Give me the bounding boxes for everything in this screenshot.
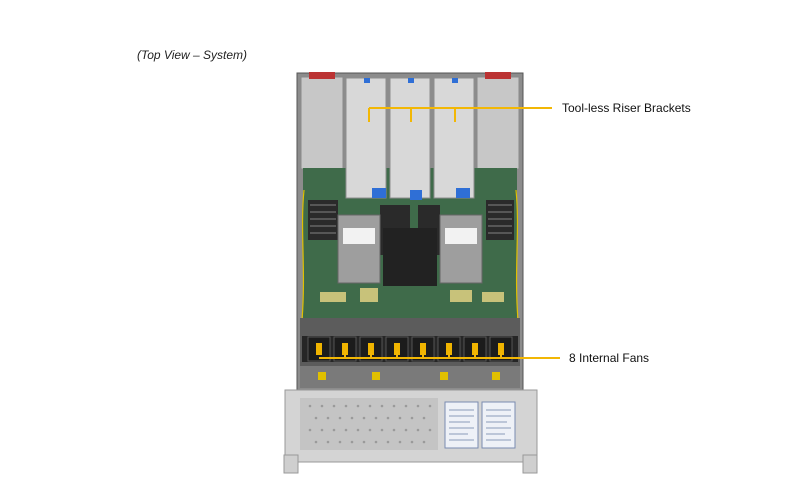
air-shroud-center	[383, 228, 437, 286]
riser-tab-2	[410, 190, 422, 200]
fans-callout-line	[319, 351, 560, 359]
psu-handle-left	[309, 72, 335, 79]
psu-handle-right	[485, 72, 511, 79]
fan-clips	[316, 343, 504, 355]
power-supply-right	[476, 76, 520, 170]
internal-fans-callout-label: 8 Internal Fans	[569, 351, 650, 365]
diagram-caption: (Top View – System)	[137, 48, 248, 62]
board-components	[320, 288, 504, 302]
riser-tab-3	[456, 188, 470, 198]
chassis-front-ear-right	[522, 454, 538, 474]
riser-callout-line	[368, 107, 552, 122]
cpu-heatsink-left	[337, 214, 381, 284]
backplane	[300, 366, 520, 388]
riser-tab-1	[372, 188, 386, 198]
cpu-heatsink-right	[439, 214, 483, 284]
dimm-banks	[308, 200, 514, 255]
riser-bracket-3	[433, 77, 475, 199]
chassis-front-ear-left	[283, 454, 299, 474]
service-label-left	[444, 401, 479, 449]
cpu-label-right	[445, 228, 477, 244]
riser-bracket-1	[345, 77, 387, 199]
cpu-label-left	[343, 228, 375, 244]
service-label-right	[481, 401, 516, 449]
power-supply-left	[300, 76, 344, 170]
riser-brackets-callout-label: Tool-less Riser Brackets	[562, 101, 691, 115]
front-panel-vents	[300, 398, 438, 450]
riser-brackets	[345, 77, 475, 200]
riser-bracket-2	[389, 77, 431, 199]
